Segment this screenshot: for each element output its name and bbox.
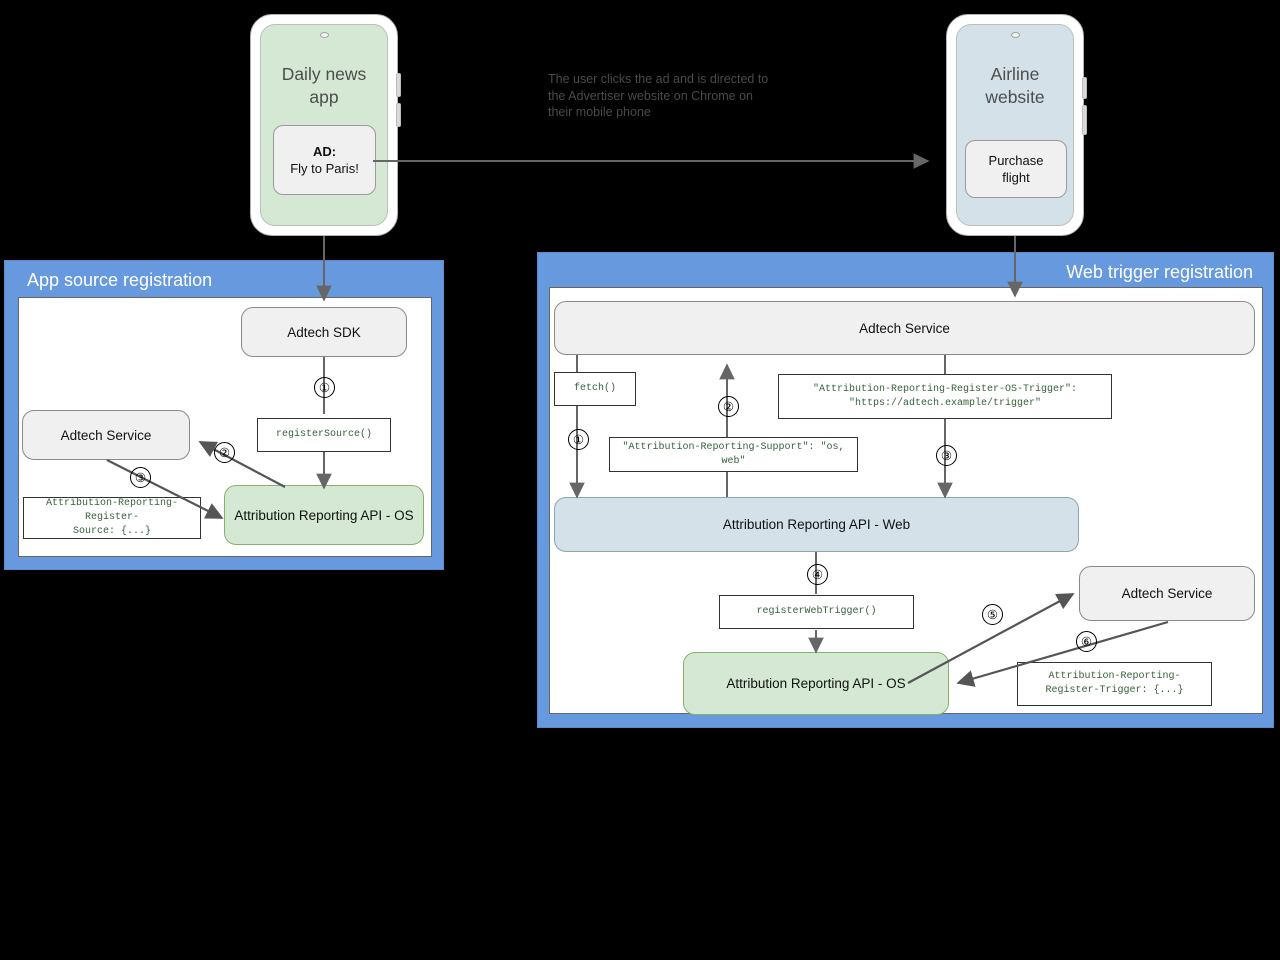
step-badge-5-right: ⑤ <box>982 604 1003 625</box>
flow-caption: The user clicks the ad and is directed t… <box>548 72 769 119</box>
node-adtech-service-top-right-label: Adtech Service <box>859 320 950 336</box>
code-register-source: registerSource() <box>257 418 391 452</box>
code-register-source-header: Attribution-Reporting-Register- Source: … <box>23 497 201 539</box>
code-fetch-text: fetch() <box>573 383 616 394</box>
node-attribution-os-right[interactable]: Attribution Reporting API - OS <box>683 652 949 715</box>
publisher-phone: Daily news app AD: Fly to Paris! <box>250 14 401 236</box>
ad-card-label: AD: <box>312 144 337 159</box>
code-register-web-trigger: registerWebTrigger() <box>719 595 914 629</box>
step-badge-6-right: ⑥ <box>1076 631 1097 652</box>
advertiser-phone-button-lower <box>1082 105 1087 135</box>
ad-card-text: Fly to Paris! <box>290 161 359 176</box>
step-badge-3-left: ③ <box>130 467 151 488</box>
purchase-flight-line2: flight <box>1002 170 1030 185</box>
code-fetch: fetch() <box>554 372 636 406</box>
publisher-app-title: Daily news app <box>281 64 367 107</box>
advertiser-phone-button-upper <box>1082 77 1087 99</box>
code-os-trigger-header-text: "Attribution-Reporting-Register-OS-Trigg… <box>812 383 1078 409</box>
advertiser-phone: Airline website Purchase flight <box>946 14 1087 236</box>
code-register-trigger-header-text: Attribution-Reporting- Register-Trigger:… <box>1045 671 1184 696</box>
step-badge-2-right: ② <box>718 396 739 417</box>
app-source-panel-title: App source registration <box>27 270 213 290</box>
node-adtech-service-bottom-right-label: Adtech Service <box>1121 586 1213 601</box>
step-badge-3-right: ③ <box>936 445 957 466</box>
web-trigger-panel-title: Web trigger registration <box>1066 262 1253 282</box>
code-os-trigger-header: "Attribution-Reporting-Register-OS-Trigg… <box>778 374 1112 419</box>
purchase-flight-button[interactable]: Purchase flight <box>965 140 1067 198</box>
ad-card[interactable]: AD: Fly to Paris! <box>273 125 376 195</box>
camera-icon <box>1010 32 1020 38</box>
step-badge-1-right: ① <box>568 429 589 450</box>
step-badge-4-right: ④ <box>807 564 828 585</box>
advertiser-site-title: Airline website <box>985 64 1045 107</box>
step-badge-2-left: ② <box>214 442 235 463</box>
code-register-web-trigger-text: registerWebTrigger() <box>756 606 877 617</box>
node-attribution-os-right-label: Attribution Reporting API - OS <box>726 676 906 691</box>
node-adtech-service-left-label: Adtech Service <box>60 427 152 443</box>
code-support-header-text: "Attribution-Reporting-Support": "os, we… <box>622 441 845 467</box>
node-attribution-web-label: Attribution Reporting API - Web <box>722 517 911 532</box>
node-adtech-service-left[interactable]: Adtech Service <box>22 410 190 460</box>
phone-button-lower <box>396 103 401 127</box>
step-badge-1-left: ① <box>314 377 335 398</box>
camera-icon <box>319 32 329 38</box>
node-adtech-sdk[interactable]: Adtech SDK <box>241 307 407 357</box>
purchase-flight-line1: Purchase <box>988 153 1044 168</box>
code-support-header: "Attribution-Reporting-Support": "os, we… <box>609 437 858 472</box>
node-adtech-service-bottom-right[interactable]: Adtech Service <box>1079 566 1255 621</box>
node-attribution-os-left-label: Attribution Reporting API - OS <box>234 507 414 523</box>
node-attribution-web[interactable]: Attribution Reporting API - Web <box>554 497 1079 552</box>
code-register-source-text: registerSource() <box>275 429 372 440</box>
node-attribution-os-left[interactable]: Attribution Reporting API - OS <box>224 485 424 545</box>
node-adtech-sdk-label: Adtech SDK <box>287 324 361 340</box>
code-register-trigger-header: Attribution-Reporting- Register-Trigger:… <box>1017 662 1212 706</box>
node-adtech-service-top-right[interactable]: Adtech Service <box>554 301 1255 355</box>
phone-button-upper <box>396 73 401 97</box>
code-register-source-header-text: Attribution-Reporting-Register- Source: … <box>45 498 179 537</box>
